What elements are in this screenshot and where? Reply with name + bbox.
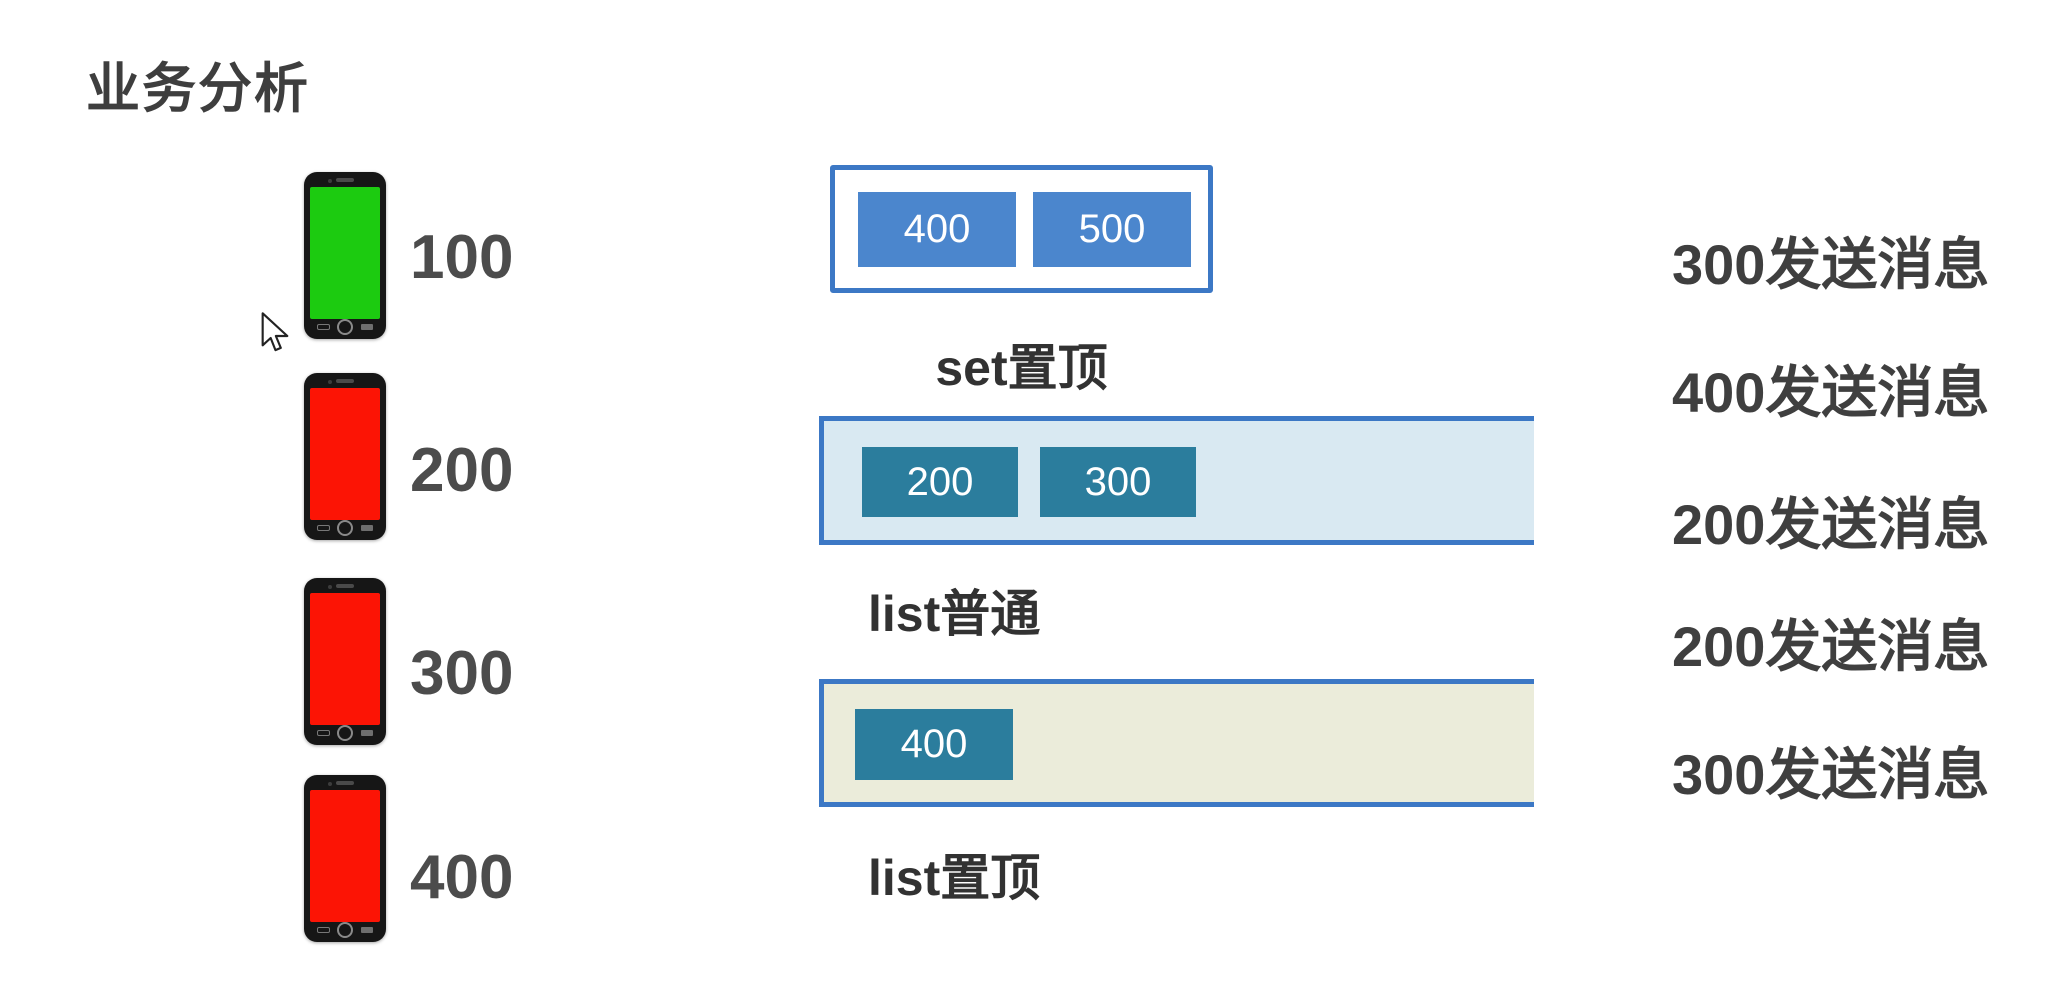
phone-back-key-icon [317, 324, 330, 330]
phone-camera-icon [328, 585, 332, 589]
phone-back-key-icon [317, 927, 330, 933]
queue-box-list-normal: 200 300 [819, 416, 1534, 545]
phone-menu-key-icon [361, 525, 373, 531]
phone-icon-300 [304, 578, 386, 745]
queue-box-set-top: 400 500 [830, 165, 1213, 293]
queue-box-list-top: 400 [819, 679, 1534, 807]
phone-back-key-icon [317, 525, 330, 531]
queue-label-list-top: list置顶 [868, 850, 1041, 906]
phone-speaker-icon [336, 584, 354, 588]
phone-screen-online [310, 187, 380, 319]
phone-camera-icon [328, 380, 332, 384]
phone-icon-200 [304, 373, 386, 540]
send-message-line: 200发送消息 [1672, 493, 1990, 556]
phone-id-label: 400 [410, 843, 514, 912]
queue-label-list-normal: list普通 [868, 586, 1041, 642]
phone-menu-key-icon [361, 927, 373, 933]
send-message-line: 400发送消息 [1672, 361, 1990, 424]
queue-item: 400 [855, 709, 1013, 780]
queue-item: 400 [858, 192, 1016, 267]
phone-id-label: 300 [410, 639, 514, 708]
phone-camera-icon [328, 782, 332, 786]
queue-item: 200 [862, 447, 1018, 517]
phone-id-label: 100 [410, 223, 514, 292]
phone-home-button-icon [337, 319, 353, 335]
phone-speaker-icon [336, 781, 354, 785]
phone-speaker-icon [336, 379, 354, 383]
phone-screen-offline [310, 388, 380, 520]
phone-id-label: 200 [410, 436, 514, 505]
phone-menu-key-icon [361, 730, 373, 736]
phone-screen-offline [310, 593, 380, 725]
phone-menu-key-icon [361, 324, 373, 330]
phone-screen-offline [310, 790, 380, 922]
send-message-line: 300发送消息 [1672, 743, 1990, 806]
phone-back-key-icon [317, 730, 330, 736]
phone-home-button-icon [337, 922, 353, 938]
phone-icon-400 [304, 775, 386, 942]
phone-home-button-icon [337, 725, 353, 741]
slide-title: 业务分析 [86, 59, 310, 119]
send-message-line: 300发送消息 [1672, 233, 1990, 296]
queue-label-set-top: set置顶 [935, 340, 1108, 396]
phone-icon-100 [304, 172, 386, 339]
queue-item: 300 [1040, 447, 1196, 517]
mouse-cursor-icon [261, 312, 289, 352]
phone-home-button-icon [337, 520, 353, 536]
phone-speaker-icon [336, 178, 354, 182]
queue-item: 500 [1033, 192, 1191, 267]
send-message-line: 200发送消息 [1672, 615, 1990, 678]
phone-camera-icon [328, 179, 332, 183]
